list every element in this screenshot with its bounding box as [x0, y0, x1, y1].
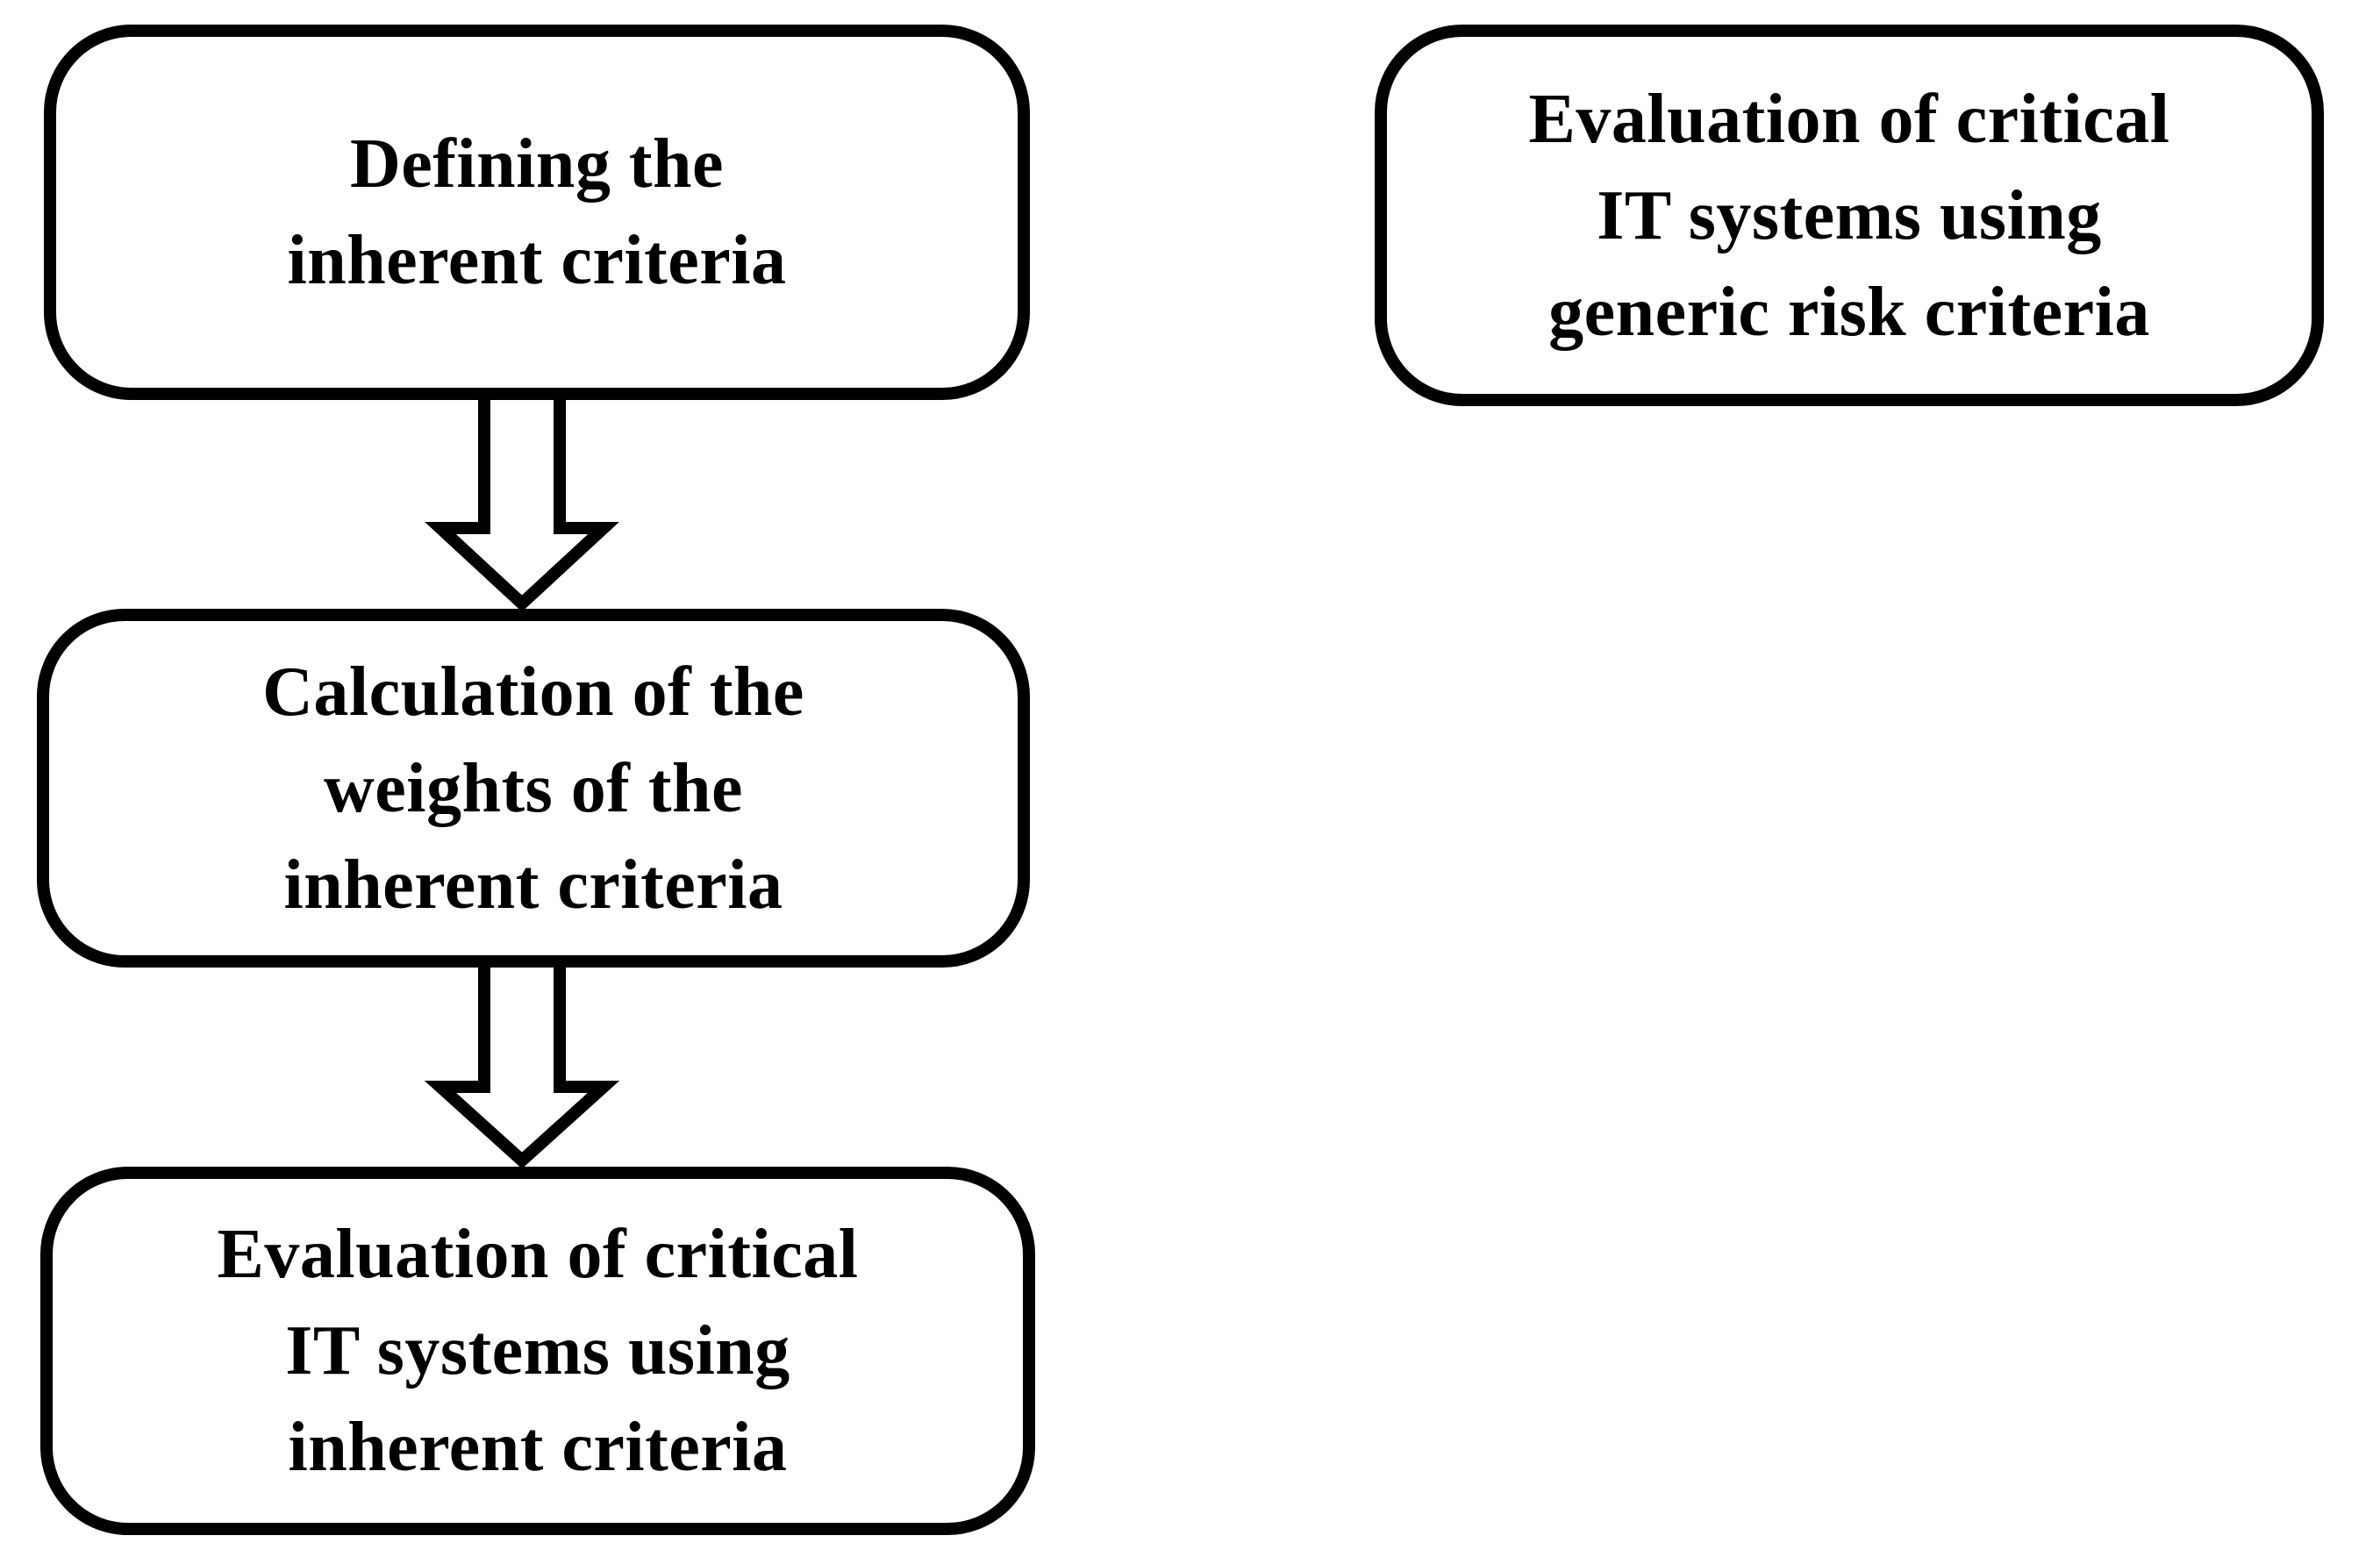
flow-box-evaluation-generic-risk-criteria: Evaluation of critical IT systems using … [1375, 25, 2324, 406]
down-block-arrow-icon [424, 955, 620, 1169]
down-block-arrow-icon [425, 388, 619, 612]
flow-box-label: Calculation of the weights of the inhere… [262, 653, 804, 924]
flow-box-calculation-of-weights: Calculation of the weights of the inhere… [37, 609, 1030, 968]
flow-box-label: Evaluation of critical IT systems using … [217, 1216, 859, 1486]
flow-box-label: Defining the inherent criteria [287, 125, 787, 299]
flow-box-evaluation-inherent-criteria: Evaluation of critical IT systems using … [40, 1167, 1035, 1535]
flow-box-defining-inherent-criteria: Defining the inherent criteria [44, 25, 1030, 400]
flow-box-label: Evaluation of critical IT systems using … [1528, 80, 2170, 351]
